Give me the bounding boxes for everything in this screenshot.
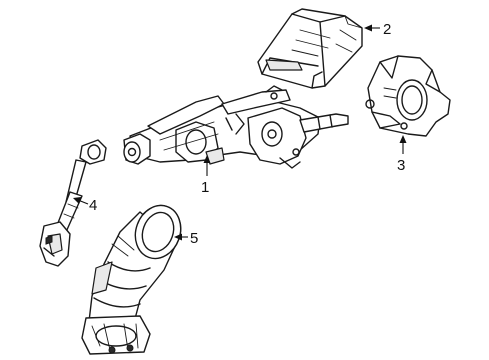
- part-2-upper-shroud: [257, 8, 363, 89]
- part-5-boot-seal: [81, 204, 182, 355]
- callout-1: 1: [201, 155, 211, 196]
- callout-3: 3: [397, 135, 407, 174]
- callout-4-label: 4: [89, 197, 97, 214]
- callout-4: 4: [73, 197, 97, 214]
- part-4-intermediate-shaft: [39, 139, 107, 267]
- callout-5: 5: [174, 230, 198, 247]
- callout-3-label: 3: [397, 157, 405, 174]
- callout-2: 2: [364, 21, 391, 38]
- callout-5-label: 5: [190, 230, 198, 247]
- part-3-lower-shroud: [365, 55, 451, 137]
- callout-1-label: 1: [201, 179, 209, 196]
- callout-2-label: 2: [383, 21, 391, 38]
- part-1-steering-column: [123, 85, 349, 169]
